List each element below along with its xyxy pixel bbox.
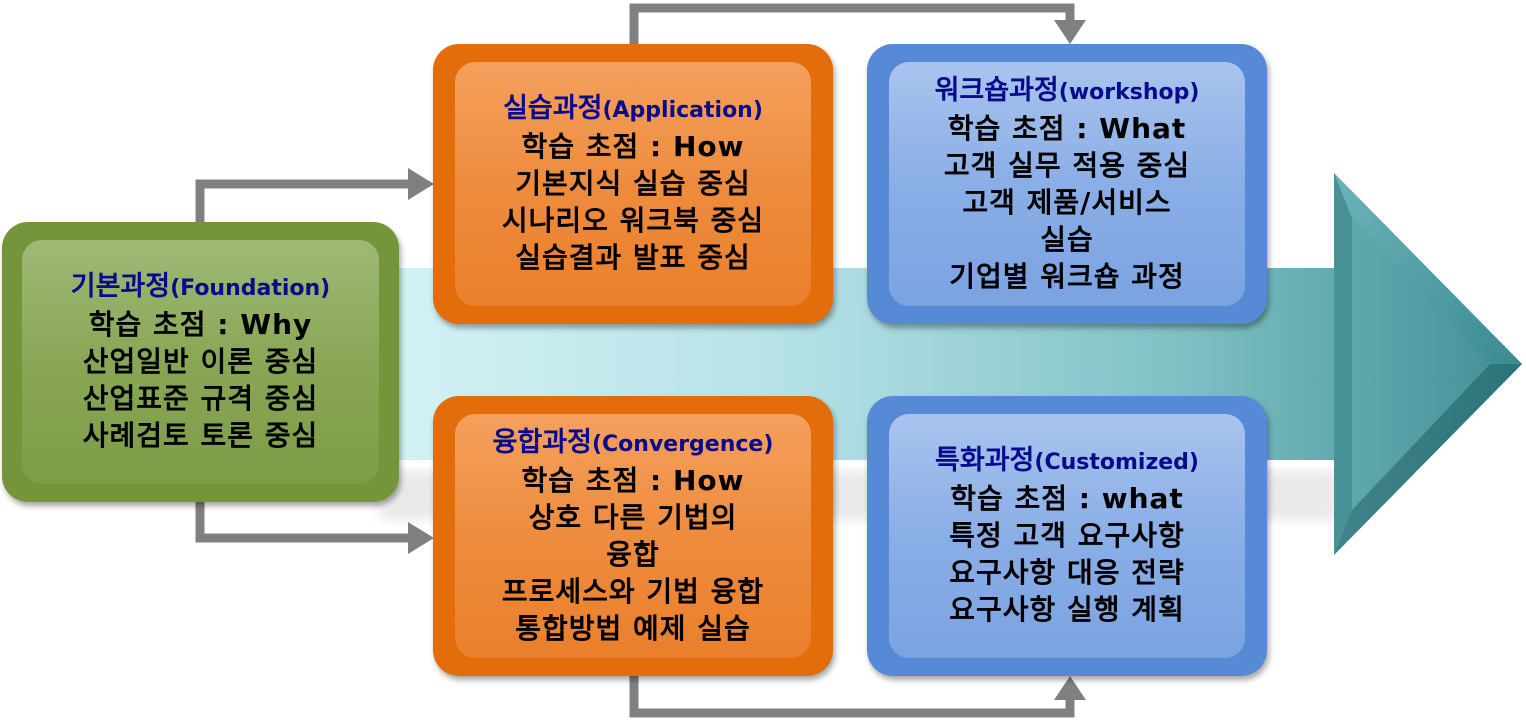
foundation-title-ko: 기본과정 [70, 271, 171, 302]
workshop-course-title: 워크숍과정(workshop) [935, 74, 1200, 110]
foundation-course-content: 기본과정(Foundation) 학습 초점 : Why 산업일반 이론 중심 … [22, 240, 379, 484]
application-line: 학습 초점 : How [521, 130, 745, 163]
convergence-course-box: 융합과정(Convergence) 학습 초점 : How 상호 다른 기법의 … [433, 396, 833, 676]
customized-line: 요구사항 실행 계획 [949, 593, 1185, 626]
application-title-en: (Application) [602, 98, 763, 123]
customized-line: 학습 초점 : what [950, 482, 1184, 515]
workshop-line: 실습 [1040, 222, 1094, 256]
workshop-title-en: (workshop) [1058, 79, 1200, 105]
foundation-course-title: 기본과정(Foundation) [71, 270, 331, 306]
workshop-line: 고객 실무 적용 중심 [943, 148, 1191, 182]
customized-title-ko: 특화과정 [935, 445, 1035, 476]
connector-application-to-workshop [629, 3, 1086, 46]
application-line: 실습결과 발표 중심 [515, 241, 751, 274]
workshop-course-content: 워크숍과정(workshop) 학습 초점 : What 고객 실무 적용 중심… [889, 62, 1245, 306]
workshop-title-ko: 워크숍과정 [934, 74, 1059, 106]
customized-line: 특정 고객 요구사항 [949, 519, 1185, 552]
convergence-line: 상호 다른 기법의 [528, 500, 738, 534]
convergence-line: 학습 초점 : How [521, 463, 745, 497]
connector-foundation-to-application [195, 168, 434, 225]
foundation-line: 사례검토 토론 중심 [82, 419, 319, 452]
application-title-ko: 실습과정 [503, 93, 603, 124]
customized-course-box: 특화과정(Customized) 학습 초점 : what 특정 고객 요구사항… [867, 396, 1267, 676]
application-course-title: 실습과정(Application) [503, 92, 763, 128]
connector-convergence-to-customized [629, 676, 1086, 718]
convergence-line: 프로세스와 기법 융합 [501, 574, 765, 608]
application-line: 시나리오 워크북 중심 [501, 204, 765, 237]
foundation-course-box: 기본과정(Foundation) 학습 초점 : Why 산업일반 이론 중심 … [2, 222, 399, 502]
workshop-line: 고객 제품/서비스 [962, 185, 1172, 219]
workshop-line: 학습 초점 : What [947, 111, 1187, 145]
customized-title-en: (Customized) [1034, 450, 1199, 475]
convergence-line: 통합방법 예제 실습 [515, 611, 751, 645]
customized-course-title: 특화과정(Customized) [935, 444, 1199, 480]
convergence-title-ko: 융합과정 [492, 426, 592, 458]
application-course-content: 실습과정(Application) 학습 초점 : How 기본지식 실습 중심… [455, 62, 811, 306]
connector-foundation-to-convergence [195, 500, 434, 554]
convergence-title-en: (Convergence) [591, 431, 774, 457]
customized-line: 요구사항 대응 전략 [949, 556, 1185, 589]
foundation-line: 산업표준 규격 중심 [82, 382, 319, 415]
foundation-line: 산업일반 이론 중심 [82, 345, 319, 378]
workshop-course-box: 워크숍과정(workshop) 학습 초점 : What 고객 실무 적용 중심… [867, 44, 1267, 324]
workshop-line: 기업별 워크숍 과정 [949, 259, 1185, 293]
application-line: 기본지식 실습 중심 [515, 167, 751, 200]
foundation-line: 학습 초점 : Why [88, 308, 313, 341]
customized-course-content: 특화과정(Customized) 학습 초점 : what 특정 고객 요구사항… [889, 414, 1245, 658]
convergence-course-content: 융합과정(Convergence) 학습 초점 : How 상호 다른 기법의 … [455, 414, 811, 658]
convergence-course-title: 융합과정(Convergence) [493, 426, 774, 462]
convergence-line: 융합 [606, 537, 660, 571]
foundation-title-en: (Foundation) [170, 276, 331, 301]
application-course-box: 실습과정(Application) 학습 초점 : How 기본지식 실습 중심… [433, 44, 833, 324]
